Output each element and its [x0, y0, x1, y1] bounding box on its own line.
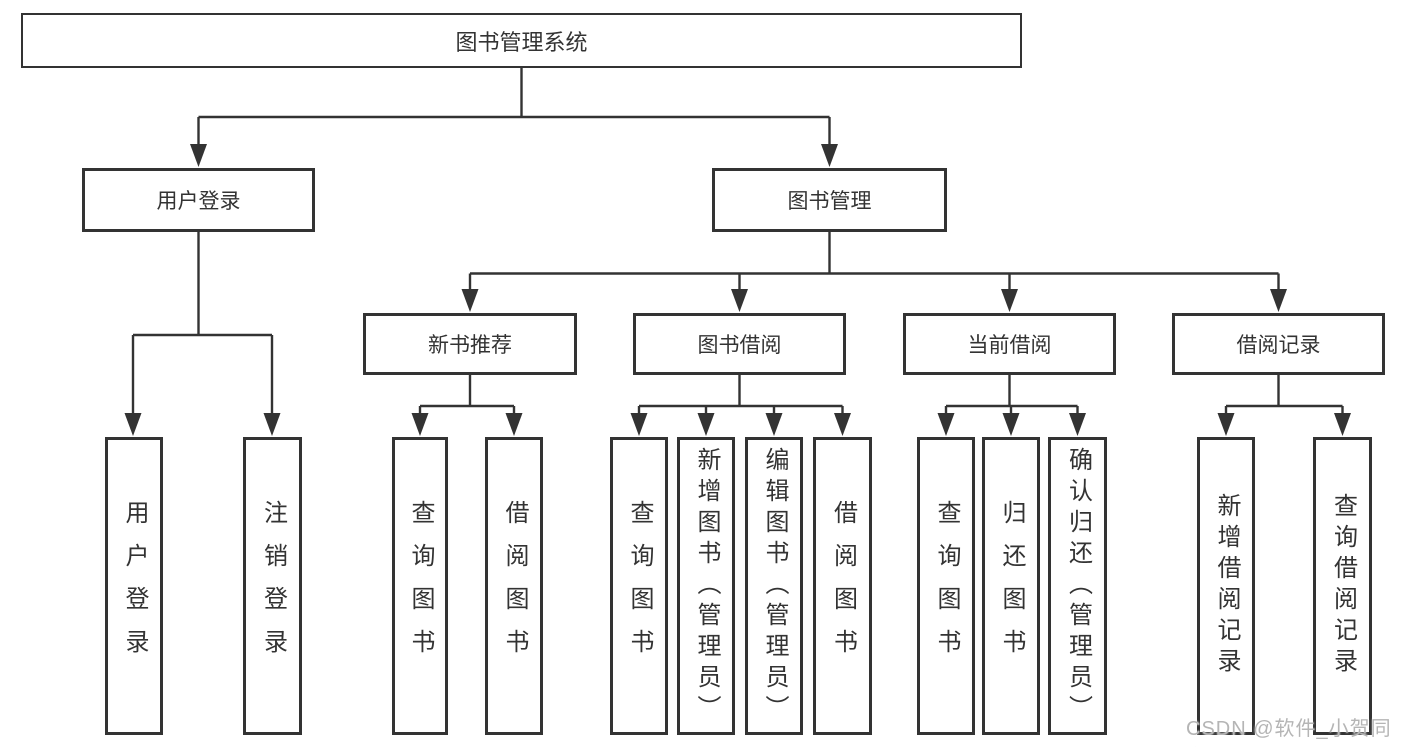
leaf-user-login: 用户登录 [105, 437, 163, 735]
arrowhead-icon [697, 413, 715, 436]
arrowhead-icon [124, 413, 142, 436]
node-new-book-recommend: 新书推荐 [363, 313, 577, 375]
leaf-borrow-books: 借阅图书 [813, 437, 872, 735]
arrowhead-icon [1217, 413, 1235, 436]
node-label: 图书管理 [787, 190, 872, 213]
node-library-management-system: 图书管理系统 [21, 13, 1022, 68]
arrowhead-icon [1270, 289, 1287, 312]
arrowhead-icon [505, 413, 523, 436]
node-label: 新增借阅记录 [1213, 493, 1240, 679]
arrowhead-icon [1334, 413, 1351, 436]
node-book-borrowing: 图书借阅 [633, 313, 846, 375]
node-label: 借阅图书 [829, 500, 857, 672]
node-label: 查询图书 [407, 500, 434, 672]
arrowhead-icon [1001, 289, 1018, 312]
node-label: 新增图书（管理员） [693, 446, 720, 726]
arrowhead-icon [190, 144, 207, 167]
arrowhead-icon [937, 413, 955, 436]
node-label: 查询图书 [626, 500, 653, 672]
node-book-management: 图书管理 [712, 168, 947, 232]
node-label: 用户登录 [156, 190, 241, 213]
arrowhead-icon [630, 413, 648, 436]
arrowheads [124, 144, 1351, 436]
leaf-query-borrow-record: 查询借阅记录 [1313, 437, 1372, 735]
arrowhead-icon [1069, 413, 1086, 436]
leaf-add-book-admin: 新增图书（管理员） [677, 437, 735, 735]
node-label: 查询图书 [933, 500, 960, 672]
node-label: 编辑图书（管理员） [761, 446, 788, 726]
node-borrow-records: 借阅记录 [1172, 313, 1385, 375]
leaf-add-borrow-record: 新增借阅记录 [1197, 437, 1255, 735]
arrowhead-icon [461, 289, 479, 312]
leaf-logout: 注销登录 [243, 437, 302, 735]
leaf-confirm-return-admin: 确认归还（管理员） [1048, 437, 1107, 735]
node-label: 图书借阅 [697, 334, 782, 357]
node-label: 借阅记录 [1236, 334, 1321, 357]
watermark-text: CSDN @软件_小贺同学 [1186, 718, 1392, 740]
node-label: 图书管理系统 [455, 29, 588, 55]
node-user-login: 用户登录 [82, 168, 315, 232]
node-label: 归还图书 [998, 500, 1025, 672]
leaf-query-books-recommend: 查询图书 [392, 437, 448, 735]
node-label: 借阅图书 [501, 500, 528, 672]
node-current-borrowing: 当前借阅 [903, 313, 1116, 375]
arrowhead-icon [731, 289, 748, 312]
node-label: 用户登录 [121, 500, 148, 672]
node-label: 确认归还（管理员） [1064, 446, 1092, 726]
arrowhead-icon [411, 413, 429, 436]
arrowhead-icon [1002, 413, 1020, 436]
leaf-borrow-books-recommend: 借阅图书 [485, 437, 543, 735]
arrowhead-icon [263, 413, 281, 436]
leaf-query-books-borrowing: 查询图书 [610, 437, 668, 735]
arrowhead-icon [834, 413, 851, 436]
leaf-query-books-current: 查询图书 [917, 437, 975, 735]
node-label: 注销登录 [259, 500, 287, 672]
leaf-return-book: 归还图书 [982, 437, 1040, 735]
node-label: 当前借阅 [967, 334, 1052, 357]
arrowhead-icon [765, 413, 783, 436]
arrowhead-icon [821, 144, 838, 167]
node-label: 新书推荐 [428, 334, 512, 357]
leaf-edit-book-admin: 编辑图书（管理员） [745, 437, 803, 735]
node-label: 查询借阅记录 [1329, 493, 1357, 679]
